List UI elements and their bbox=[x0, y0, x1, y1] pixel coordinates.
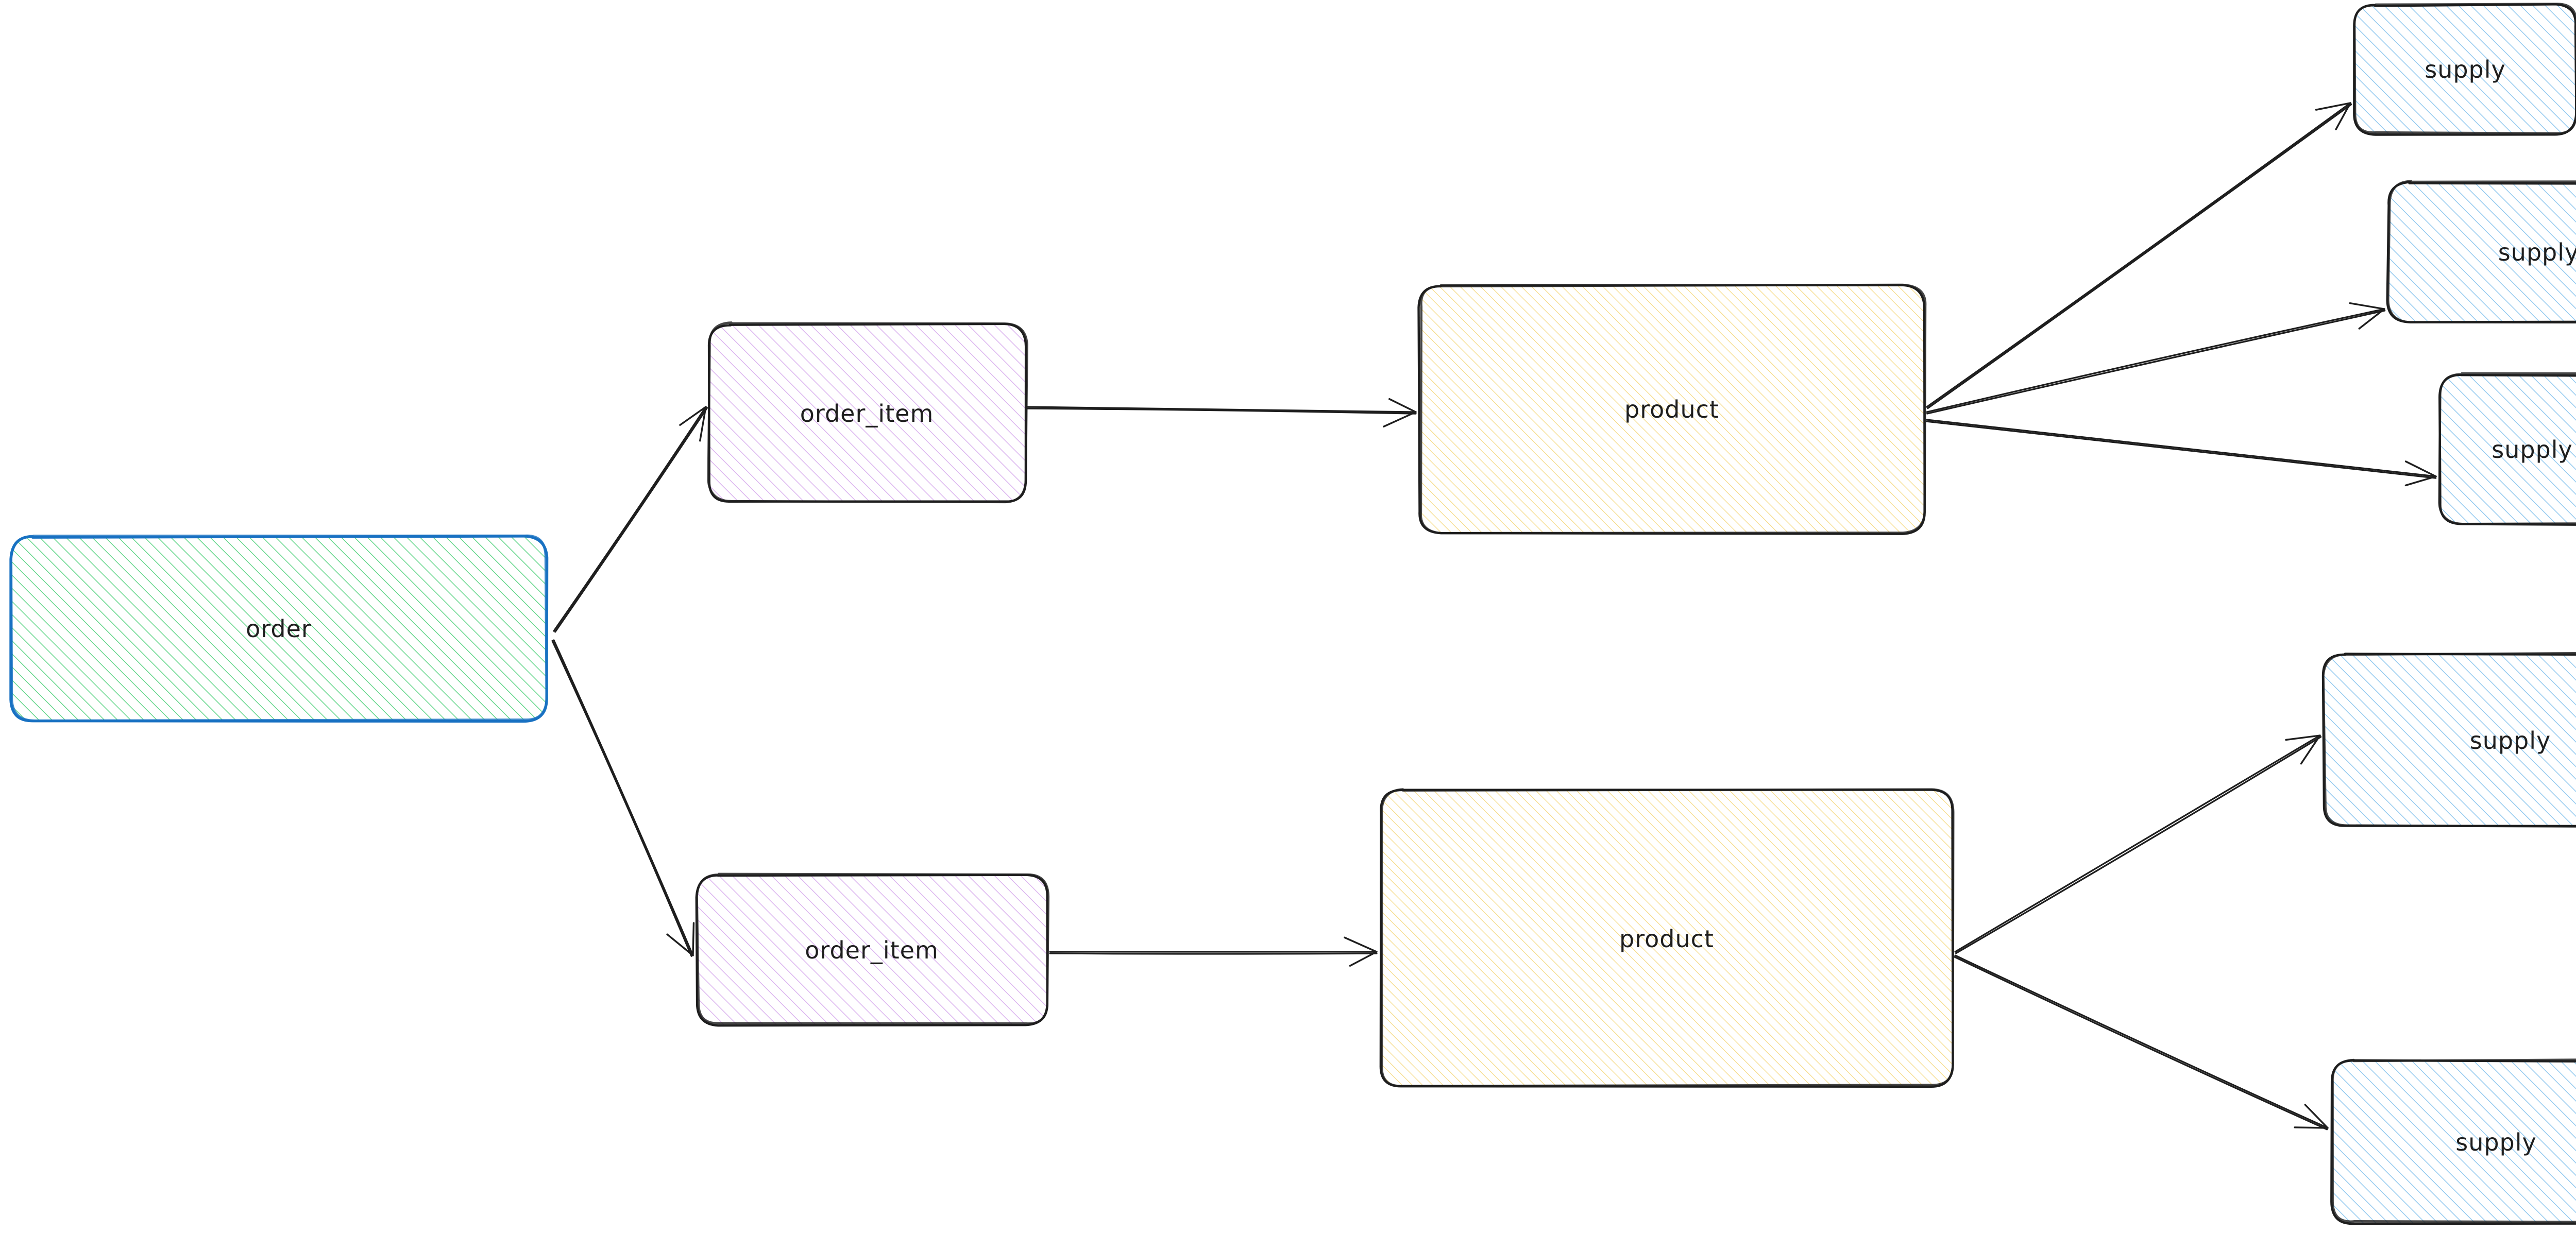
edge-arrow bbox=[1926, 102, 2352, 409]
edges-layer bbox=[551, 102, 2437, 1131]
node-order_item_1[interactable] bbox=[707, 321, 1028, 504]
edge-arrow bbox=[553, 406, 708, 633]
edge-arrow bbox=[1926, 419, 2437, 487]
node-order[interactable] bbox=[9, 534, 549, 723]
node-product_2[interactable] bbox=[1379, 788, 1955, 1088]
node-product_1[interactable] bbox=[1417, 283, 1927, 535]
node-order_item_2[interactable] bbox=[695, 872, 1050, 1027]
edge-arrow bbox=[1027, 398, 1417, 427]
nodes-layer bbox=[9, 3, 2576, 1225]
edge-arrow bbox=[551, 639, 695, 957]
node-supply_5[interactable] bbox=[2330, 1058, 2576, 1225]
node-supply_4[interactable] bbox=[2321, 652, 2576, 828]
edge-arrow bbox=[1954, 954, 2329, 1131]
edge-arrow bbox=[1954, 734, 2322, 954]
node-supply_1[interactable] bbox=[2353, 3, 2576, 136]
node-supply_2[interactable] bbox=[2386, 180, 2576, 324]
edge-arrow bbox=[1926, 302, 2386, 415]
edge-arrow bbox=[1049, 936, 1378, 967]
node-supply_3[interactable] bbox=[2438, 372, 2576, 526]
